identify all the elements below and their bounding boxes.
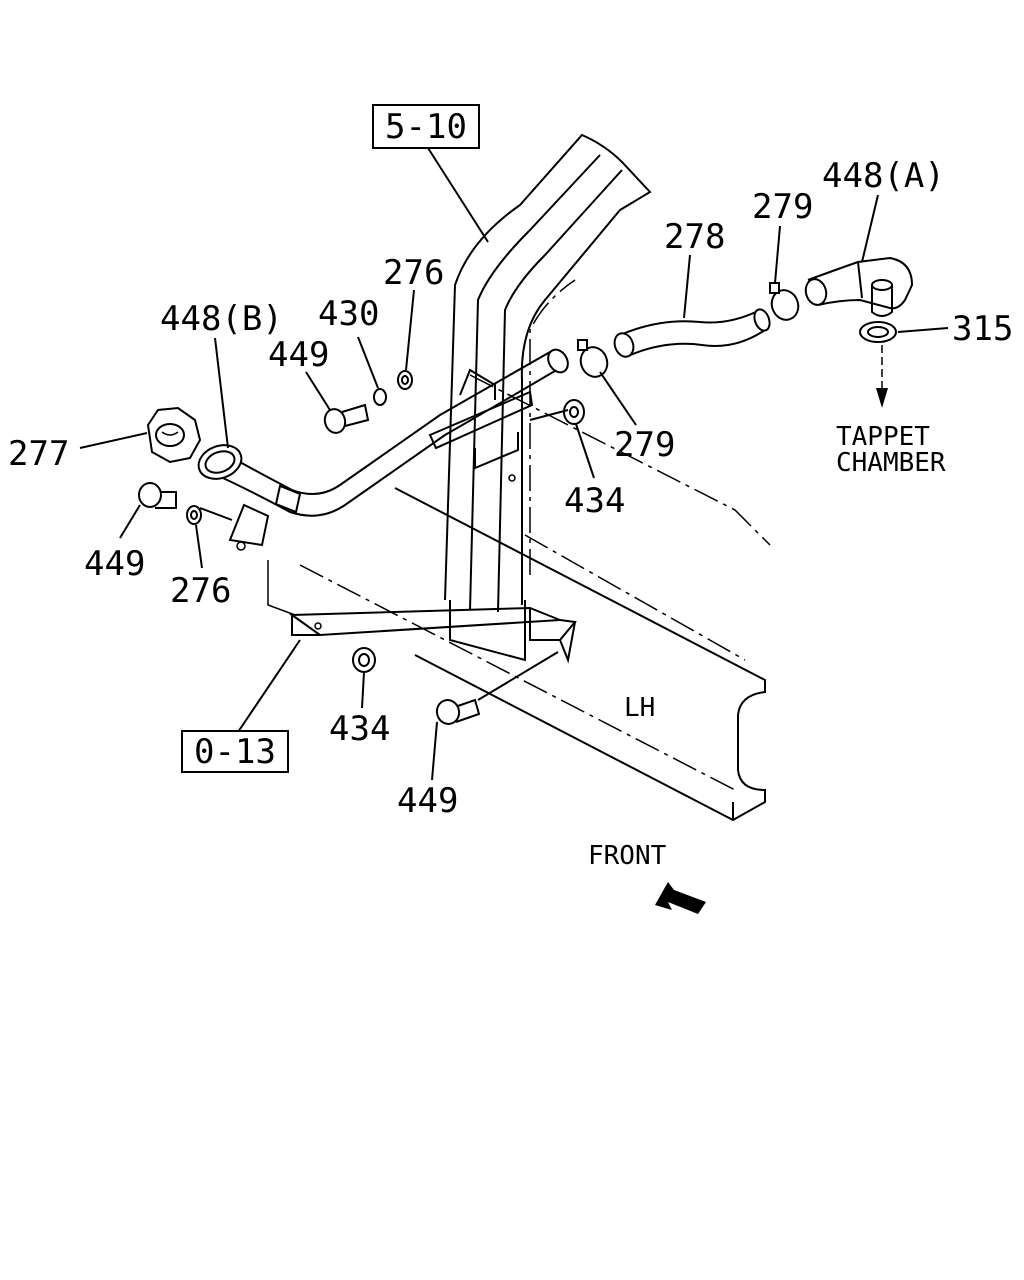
gasket-315 bbox=[859, 321, 897, 343]
tappet-label: TAPPET bbox=[836, 422, 930, 452]
hose-278 bbox=[613, 308, 771, 358]
label-434-right: 434 bbox=[564, 481, 625, 521]
support-post bbox=[444, 133, 652, 662]
fitting-448a bbox=[804, 256, 914, 317]
leader-lines bbox=[79, 147, 949, 781]
bolt-449-top bbox=[323, 403, 370, 434]
chamber-label: CHAMBER bbox=[836, 448, 946, 478]
tappet-chamber-arrow bbox=[876, 345, 888, 408]
label-279-mid: 279 bbox=[614, 425, 675, 465]
label-276-top: 276 bbox=[383, 253, 444, 293]
clamp-279-top bbox=[769, 282, 800, 321]
label-278: 278 bbox=[664, 217, 725, 257]
lh-label: LH bbox=[624, 693, 655, 723]
cap-277 bbox=[146, 406, 202, 464]
label-449-left: 449 bbox=[84, 544, 145, 584]
label-430: 430 bbox=[318, 294, 379, 334]
nut-434-bottom bbox=[352, 647, 376, 673]
label-434-bottom: 434 bbox=[329, 709, 390, 749]
label-449-bottom: 449 bbox=[397, 781, 458, 821]
ref-box-0-13: 0-13 bbox=[181, 730, 289, 773]
label-448a: 448(A) bbox=[822, 156, 945, 196]
ref-0-13-label: 0-13 bbox=[194, 732, 276, 772]
label-315: 315 bbox=[952, 309, 1013, 349]
label-448b: 448(B) bbox=[160, 299, 283, 339]
front-arrow-icon bbox=[655, 882, 706, 914]
frame-rail bbox=[299, 374, 771, 822]
washer-276-left bbox=[186, 505, 202, 525]
clamp-279-mid bbox=[577, 339, 609, 378]
filler-pipe-448b bbox=[197, 348, 569, 551]
nut-434-right bbox=[563, 399, 585, 425]
lower-bracket bbox=[267, 560, 577, 664]
ref-5-10-label: 5-10 bbox=[385, 107, 467, 147]
bolt-449-left bbox=[138, 482, 177, 509]
bolt-449-bottom bbox=[435, 698, 481, 725]
label-449-top: 449 bbox=[268, 335, 329, 375]
washer-430 bbox=[373, 388, 387, 406]
front-label: FRONT bbox=[588, 841, 667, 871]
label-279-top: 279 bbox=[752, 187, 813, 227]
label-277: 277 bbox=[8, 434, 69, 474]
ref-box-5-10: 5-10 bbox=[372, 104, 480, 149]
label-276-left: 276 bbox=[170, 571, 231, 611]
washer-276-top bbox=[397, 370, 413, 390]
